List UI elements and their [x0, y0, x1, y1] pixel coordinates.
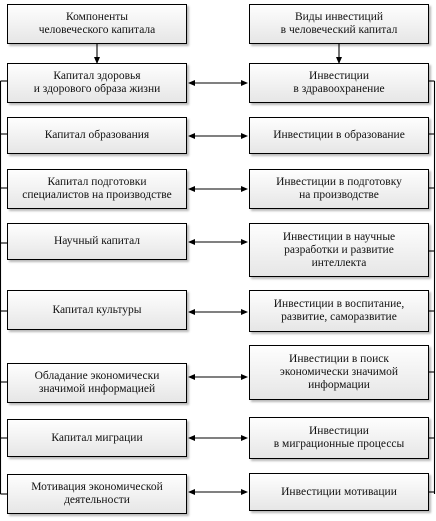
left-box-label: Научный капитал	[53, 235, 141, 247]
left-box-label: Капитал культуры	[52, 303, 142, 316]
right-box-motivation-investment: Инвестиции мотивации	[249, 473, 429, 511]
left-box-label: Капитал миграции	[51, 431, 143, 444]
left-box-science-capital: Научный капитал	[7, 223, 187, 260]
left-box-label: Капитал образования	[44, 129, 150, 141]
right-box-label: Инвестиции в образование	[273, 129, 405, 141]
right-box-label: Инвестиции мотивации	[281, 485, 397, 498]
right-box-education-investment: Инвестиции в образование	[249, 117, 429, 154]
left-box-education-capital: Капитал образования	[7, 117, 187, 154]
right-box-upbringing-investment: Инвестиции в воспитание,развитие, самора…	[249, 290, 429, 332]
left-box-culture-capital: Капитал культуры	[7, 290, 187, 330]
left-box-migration-capital: Капитал миграции	[7, 419, 187, 457]
right-box-label: Инвестиции в воспитание,развитие, самора…	[273, 298, 405, 323]
